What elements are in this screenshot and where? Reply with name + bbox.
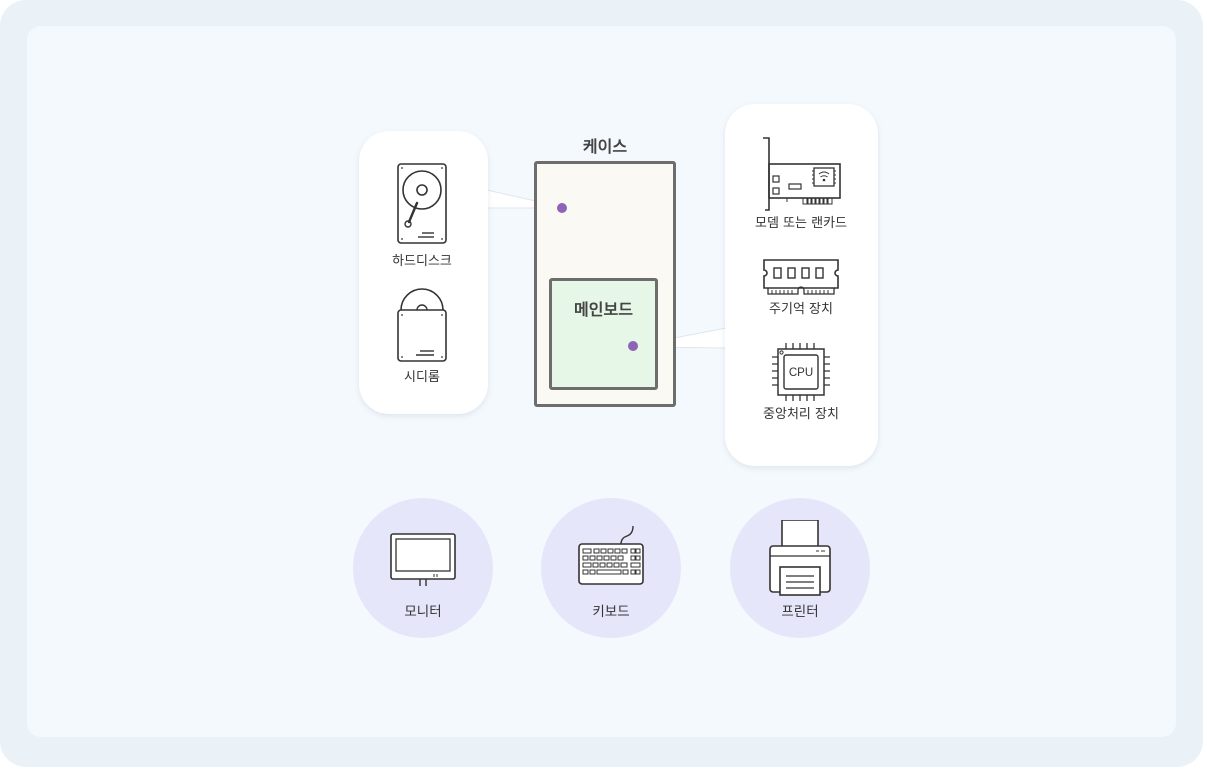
peripheral-keyboard: 키보드 [541,498,681,638]
network-card-icon [763,137,841,211]
motherboard [549,278,658,390]
cpu-label: 중앙처리 장치 [763,407,839,422]
ram-icon [763,259,839,295]
keyboard-label: 키보드 [592,604,630,620]
cpu-icon: CPU [772,343,830,401]
hard-disk-icon [397,163,447,244]
network-card-item: 모뎀 또는 랜카드 [741,136,861,232]
monitor-icon [390,533,456,586]
cdrom-icon [397,288,447,362]
keyboard-icon [578,525,644,585]
printer-icon [769,520,831,596]
ram-label: 주기억 장치 [769,302,833,317]
motherboard-label: 메인보드 [574,300,633,319]
peripheral-monitor: 모니터 [353,498,493,638]
peripheral-printer: 프린터 [730,498,870,638]
monitor-label: 모니터 [404,604,442,620]
cdrom-item: 시디롬 [382,288,462,386]
printer-label: 프린터 [781,604,819,620]
network-card-label: 모뎀 또는 랜카드 [755,216,847,231]
case-connector-dot [557,203,567,213]
cpu-chip-text: CPU [789,367,813,379]
storage-devices-bubble [359,131,488,414]
cdrom-label: 시디롬 [404,370,440,385]
ram-item: 주기억 장치 [741,258,861,318]
case-label: 케이스 [582,137,628,156]
cpu-item: CPU 중앙처리 장치 [741,339,861,423]
hard-disk-label: 하드디스크 [392,254,452,269]
hard-disk-item: 하드디스크 [382,162,462,270]
motherboard-connector-dot [628,341,638,351]
